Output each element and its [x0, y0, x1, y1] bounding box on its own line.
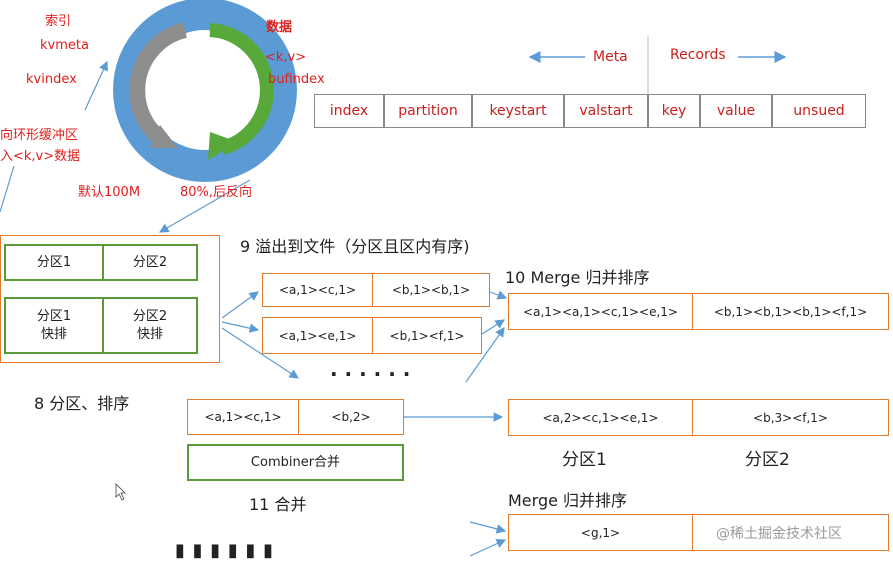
kv-label: <k,v> — [265, 50, 307, 65]
partition1-sorted-name: 分区1 — [36, 308, 72, 324]
mouse-cursor-icon — [115, 483, 126, 501]
write-label-line2: 入<k,v>数据 — [0, 149, 81, 164]
partition2-cell: 分区2 — [102, 244, 198, 281]
spill1-cell-b: <b,1><b,1> — [372, 273, 490, 307]
ellipsis-bottom: ▮ ▮ ▮ ▮ ▮ ▮ — [175, 540, 275, 561]
threshold-label: 80%,后反向 — [180, 185, 253, 200]
partition-box — [0, 235, 220, 363]
meta-label: Meta — [593, 49, 628, 65]
merge2-label: Merge 归并排序 — [508, 491, 628, 510]
kvindex-label: kvindex — [26, 72, 77, 87]
spill1-cell-a: <a,1><c,1> — [262, 273, 373, 307]
combiner-cell-b: <b,2> — [298, 399, 404, 435]
data-label: 数据 — [266, 20, 293, 35]
final-cell-partition1: <g,1> — [508, 514, 693, 551]
record-cell-unsued: unsued — [772, 94, 866, 128]
spill2-cell-b: <b,1><f,1> — [372, 317, 482, 354]
record-cell-value: value — [700, 94, 772, 128]
partition1-name: 分区1 — [562, 450, 607, 470]
partition1-sorted-cell: 分区1 快排 — [4, 297, 104, 354]
step10-label: 10 Merge 归并排序 — [505, 268, 650, 287]
kvmeta-label: kvmeta — [40, 38, 89, 53]
bufindex-label: bufindex — [268, 72, 325, 87]
default-size-label: 默认100M — [78, 185, 141, 200]
step11-label: 11 合并 — [249, 495, 307, 514]
combiner-cell-a: <a,1><c,1> — [187, 399, 299, 435]
partition1-cell: 分区1 — [4, 244, 104, 281]
merge-cell-partition2: <b,1><b,1><b,1><f,1> — [692, 293, 889, 330]
ellipsis: · · · · · · — [330, 362, 411, 386]
final-cell-partition2 — [692, 514, 889, 551]
combined-cell-partition1: <a,2><c,1><e,1> — [508, 399, 693, 436]
partition1-sorted-quicksort: 快排 — [40, 326, 67, 342]
meta-cell-partition: partition — [384, 94, 472, 128]
index-label: 索引 — [45, 14, 72, 29]
record-cell-key: key — [648, 94, 700, 128]
combined-cell-partition2: <b,3><f,1> — [692, 399, 889, 436]
combiner-box: Combiner合并 — [187, 444, 404, 481]
spill2-cell-a: <a,1><e,1> — [262, 317, 373, 354]
records-label: Records — [670, 47, 726, 63]
meta-cell-valstart: valstart — [564, 94, 648, 128]
watermark: @稀土掘金技术社区 — [716, 526, 842, 542]
merge-cell-partition1: <a,1><a,1><c,1><e,1> — [508, 293, 693, 330]
meta-cell-index: index — [314, 94, 384, 128]
step8-label: 8 分区、排序 — [34, 394, 130, 413]
partition2-sorted-cell: 分区2 快排 — [102, 297, 198, 354]
partition2-name: 分区2 — [745, 450, 790, 470]
meta-cell-keystart: keystart — [472, 94, 564, 128]
step9-label: 9 溢出到文件（分区且区内有序) — [240, 237, 470, 256]
write-label-line1: 向环形缓冲区 — [0, 128, 79, 143]
partition2-sorted-quicksort: 快排 — [136, 326, 163, 342]
ring-buffer-icon — [113, 0, 297, 182]
partition2-sorted-name: 分区2 — [132, 308, 168, 324]
